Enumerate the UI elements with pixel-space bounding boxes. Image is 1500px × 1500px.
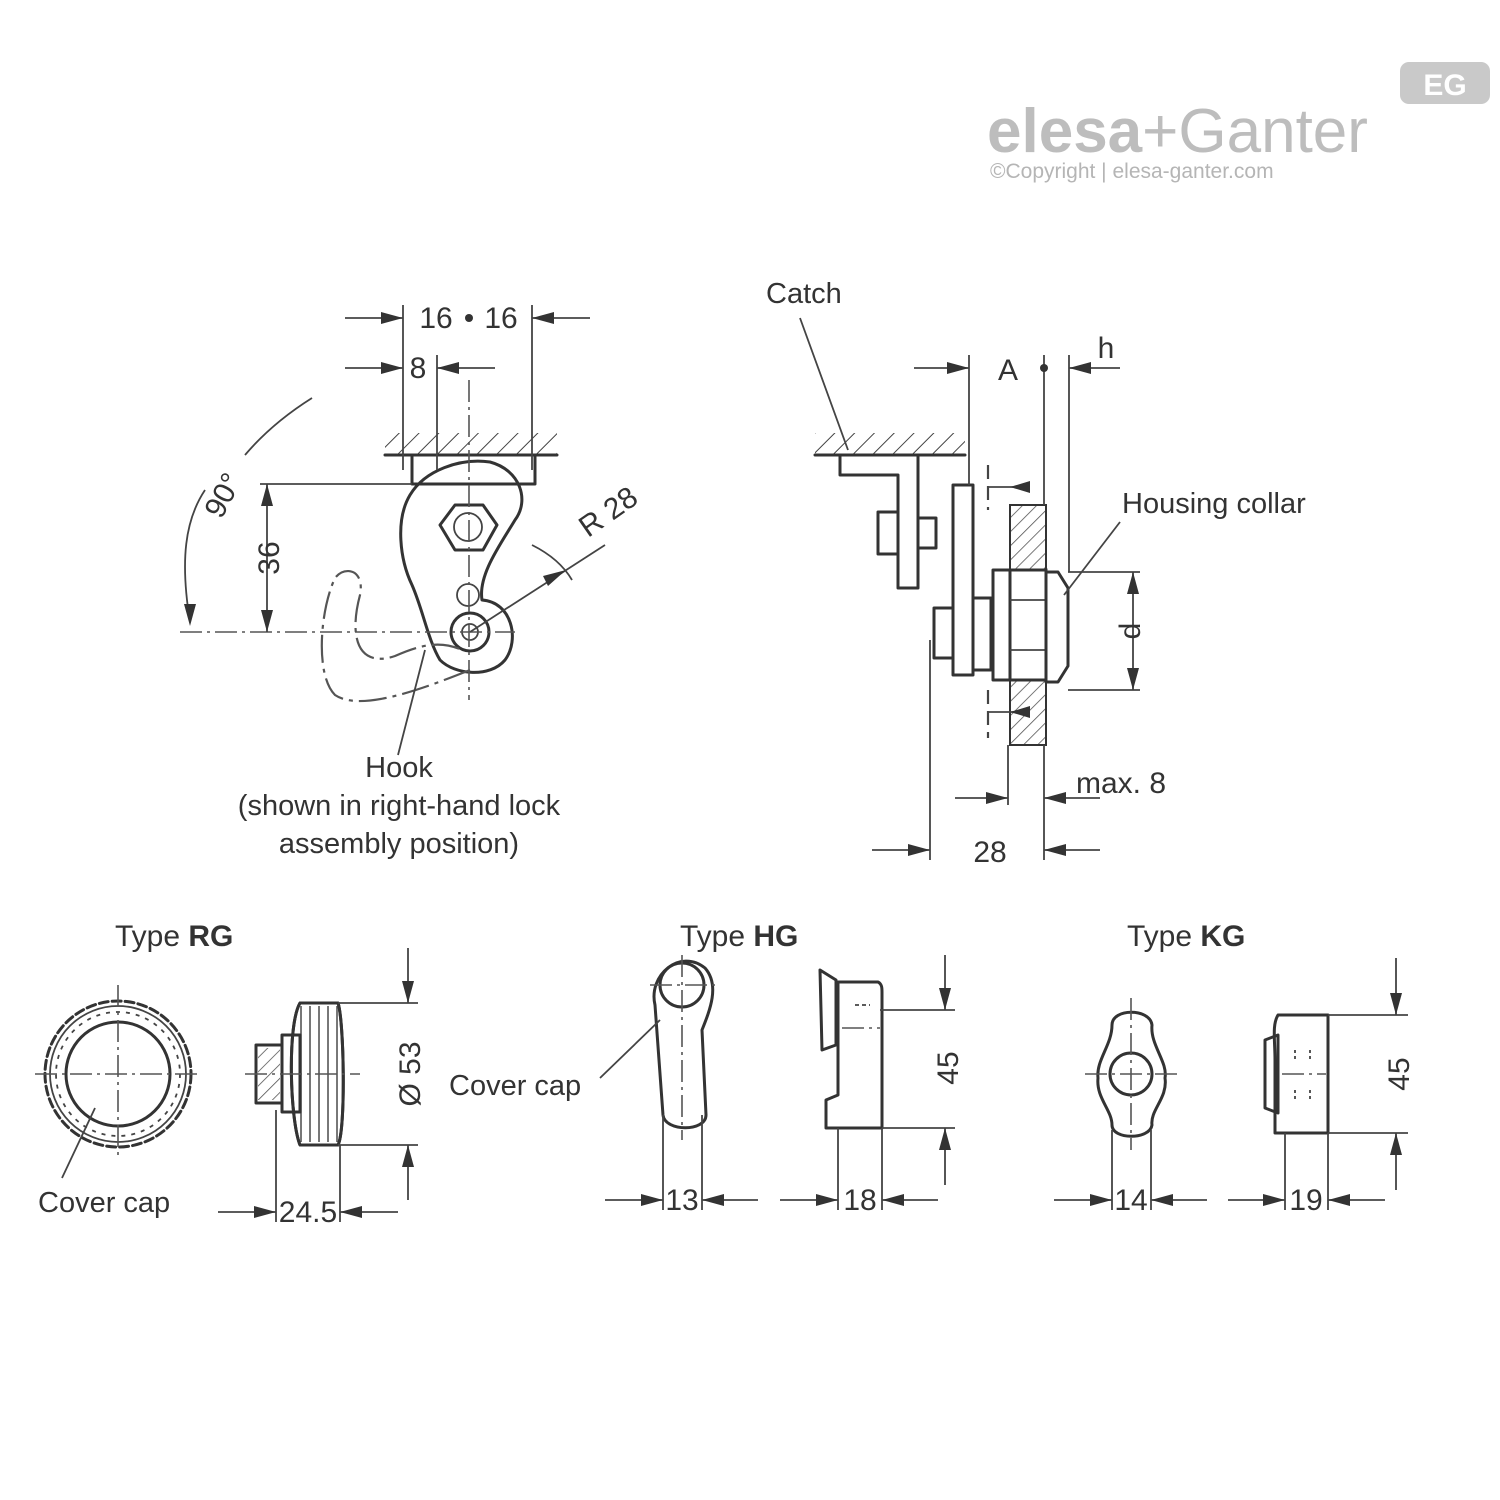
type-rg: Type RG Cover cap Ø 53 24.5 (35, 920, 427, 1229)
hook-label-line1: Hook (365, 752, 433, 784)
dim-d: d (1114, 623, 1147, 640)
dim-28: 28 (973, 836, 1006, 869)
side-wall-hatch (815, 433, 965, 455)
dim-max8: max. 8 (1076, 767, 1166, 800)
dim-A: A (998, 354, 1018, 387)
front-catch-plate (410, 453, 537, 486)
dim-h: h (1098, 332, 1115, 365)
catch-label: Catch (766, 278, 842, 310)
housing-collar (1044, 570, 1070, 684)
type-kg-title: Type KG (1127, 920, 1245, 953)
type-rg-prefix: Type (115, 920, 188, 953)
rg-dim-length: 24.5 (279, 1196, 337, 1229)
brand-name: elesa+Ganter (987, 97, 1368, 166)
brand-name-part2: Ganter (1178, 97, 1368, 166)
brand-copyright: ©Copyright | elesa-ganter.com (990, 160, 1274, 183)
hg-cover-cap-label: Cover cap (449, 1070, 581, 1102)
type-rg-code: RG (188, 920, 233, 953)
front-hook-alt-position (320, 569, 471, 703)
brand-badge-box (1400, 62, 1490, 104)
dim-16-left: 16 (419, 302, 452, 335)
side-hook-plate (951, 483, 975, 677)
brand-badge: EG (1423, 69, 1466, 102)
type-hg-title: Type HG (680, 920, 798, 953)
hook-label-line2: (shown in right-hand lock (238, 790, 561, 822)
dim-36: 36 (253, 541, 286, 574)
brand-name-sep: + (1142, 97, 1178, 166)
front-view: 16 16 8 36 90° R 28 Hook (shown in right… (180, 302, 644, 860)
side-view: A h d max. 8 28 Catch Housing c (766, 278, 1306, 869)
kg-dim-height: 45 (1383, 1057, 1416, 1090)
hg-dim-width: 13 (665, 1184, 698, 1217)
kg-wing-side (1272, 1013, 1330, 1135)
dim-8: 8 (410, 352, 427, 385)
type-kg-prefix: Type (1127, 920, 1200, 953)
front-hex-nut (438, 503, 499, 552)
hg-dim-height: 45 (932, 1051, 965, 1084)
kg-dim-depth: 19 (1289, 1184, 1322, 1217)
type-rg-title: Type RG (115, 920, 233, 953)
type-hg-prefix: Type (680, 920, 753, 953)
hg-dim-depth: 18 (843, 1184, 876, 1217)
front-wall-hatch (385, 433, 557, 455)
rg-dim-diameter: Ø 53 (394, 1041, 427, 1106)
housing-collar-label: Housing collar (1122, 488, 1306, 520)
type-hg-code: HG (753, 920, 798, 953)
rg-cover-cap-label: Cover cap (38, 1187, 170, 1219)
brand-name-part1: elesa (987, 97, 1143, 166)
type-kg: Type KG 14 45 19 (1054, 920, 1416, 1217)
kg-dim-width: 14 (1114, 1184, 1147, 1217)
front-pivot-small (456, 583, 480, 607)
type-kg-code: KG (1200, 920, 1245, 953)
type-hg: Type HG Cover cap 13 45 (449, 920, 965, 1217)
hg-lever-side (824, 980, 884, 1130)
housing-body (991, 568, 1012, 682)
hook-label-line3: assembly position) (279, 828, 519, 860)
dim-radius: R 28 (573, 481, 644, 544)
brand-logo: EG elesa+Ganter ©Copyright | elesa-gante… (987, 62, 1490, 183)
dim-angle: 90° (198, 468, 248, 524)
dim-16-right: 16 (484, 302, 517, 335)
kg-wing-front (1096, 1010, 1167, 1138)
radius-leader (469, 544, 606, 633)
angle-arc (184, 489, 206, 623)
front-hook (399, 459, 524, 674)
